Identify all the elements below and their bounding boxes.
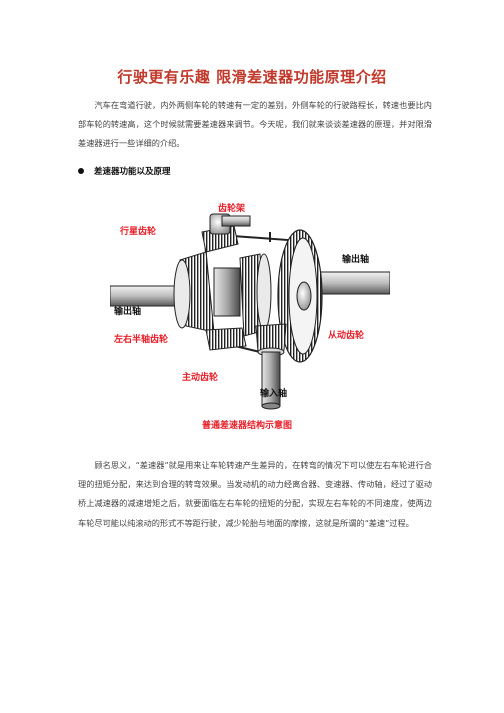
figure-caption: 普通差速器结构示意图 [202, 419, 292, 431]
spider-block [213, 267, 241, 317]
label-output-shaft-left: 输出轴 [114, 305, 141, 317]
body-paragraph: 顾名思义，“差速器”就是用来让车轮转速产生差异的，在转弯的情况下可以使左右车轮进… [78, 460, 432, 528]
drive-pinion [255, 323, 287, 353]
ring-gear-hub [296, 281, 312, 311]
label-driven-gear: 从动齿轮 [328, 329, 364, 341]
intro-paragraph: 汽车在弯道行驶，内外两侧车轮的转速有一定的差别，外侧车轮的行驶路程长，转速也要比… [78, 100, 432, 148]
input-shaft-end [261, 402, 281, 410]
label-output-shaft-right: 输出轴 [342, 253, 369, 265]
carrier-arm [221, 215, 251, 227]
differential-diagram: 齿轮架 行星齿轮 输出轴 输出轴 左右半轴齿轮 从动齿轮 主动齿轮 输入轴 普通… [110, 200, 390, 440]
left-output-shaft [110, 285, 181, 307]
label-drive-gear: 主动齿轮 [182, 371, 218, 383]
label-input-shaft: 输入轴 [260, 387, 287, 399]
label-side-gears: 左右半轴齿轮 [113, 333, 168, 345]
section-heading: 差速器功能以及原理 [78, 164, 171, 178]
bottom-planet-gear [205, 327, 247, 351]
article-title: 行驶更有乐趣 限滑差速器功能原理介绍 [117, 68, 387, 86]
label-planet-carrier: 齿轮架 [218, 202, 245, 214]
right-side-gear-face [256, 253, 272, 331]
label-planet-gear: 行星齿轮 [119, 225, 156, 237]
bullet-icon [78, 168, 84, 174]
differential-illustration: 齿轮架 行星齿轮 输出轴 输出轴 左右半轴齿轮 从动齿轮 主动齿轮 输入轴 普通… [110, 202, 390, 431]
left-side-gear-face [173, 259, 191, 329]
section-title: 差速器功能以及原理 [94, 167, 171, 177]
